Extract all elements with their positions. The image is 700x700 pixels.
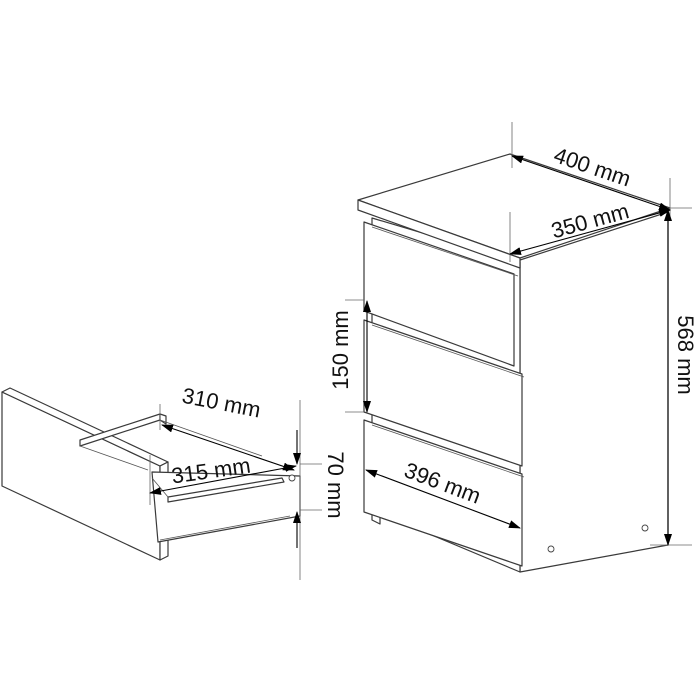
drawer-screw-hole — [288, 474, 296, 482]
drawer-front-panel — [1, 391, 161, 561]
cabinet-side-panel — [519, 211, 669, 573]
handle-groove-1 — [371, 226, 519, 277]
handle-groove-3 — [371, 424, 525, 478]
drawer-inner-edge — [159, 419, 263, 457]
drawer-left-side — [159, 413, 167, 425]
dim-line-350 — [509, 209, 671, 255]
dim-line-396 — [365, 469, 521, 529]
drawer-inner-edge — [79, 445, 149, 471]
screw-hole — [547, 545, 555, 553]
drawer-bottom-edge — [159, 515, 291, 541]
drawer-front-1 — [363, 221, 515, 367]
label-70-mm: 70 mm — [323, 451, 348, 518]
dim-line-400 — [511, 155, 671, 211]
dim-line-310 — [161, 424, 295, 471]
label-150-mm: 150 mm — [328, 310, 353, 389]
screw-hole — [641, 524, 649, 532]
label-310-mm: 310 mm — [180, 383, 263, 423]
dim-line-315 — [149, 464, 297, 495]
label-568-mm: 568 mm — [673, 315, 698, 394]
handle-groove-2 — [371, 324, 525, 378]
cabinet-top-edge — [357, 199, 521, 269]
